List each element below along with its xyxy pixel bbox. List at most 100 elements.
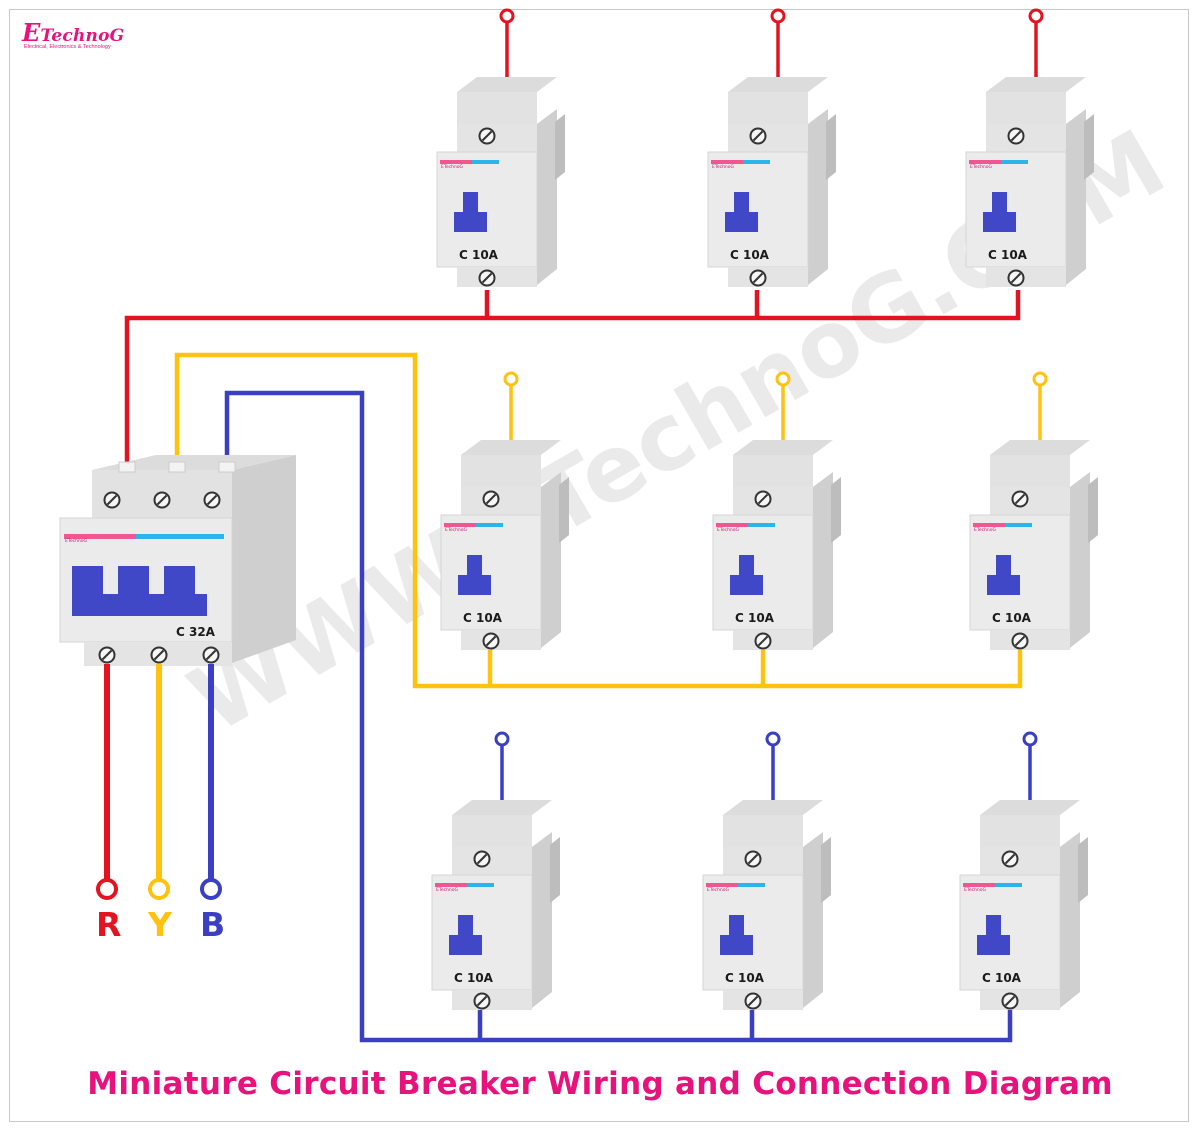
label-strip-cyan xyxy=(743,160,770,164)
breaker-side xyxy=(813,472,833,648)
toggle-handle-lever xyxy=(458,915,473,939)
yellow-bus-wire xyxy=(174,352,1023,689)
screw-slot xyxy=(476,995,488,1007)
din-clip xyxy=(1078,837,1088,903)
breaker-side xyxy=(537,109,557,285)
toggle-handle-base xyxy=(987,575,1020,595)
terminal-ring-icon xyxy=(499,8,515,24)
brand-label: ETechnoG xyxy=(441,164,464,170)
logo-tagline: Electrical, Electronics & Technology xyxy=(24,44,111,50)
top-terminal-block xyxy=(461,455,541,487)
breaker-front xyxy=(965,151,1067,268)
branch-breaker-r-1: ETechnoG C 10A xyxy=(436,8,565,287)
terminal-ring-icon xyxy=(1022,731,1038,747)
upper-step xyxy=(461,487,541,515)
bottom-terminal-block xyxy=(452,990,532,1010)
breaker-top xyxy=(990,440,1090,455)
toggle-handle-base xyxy=(725,212,758,232)
bottom-terminal-block xyxy=(461,630,541,650)
upper-step xyxy=(728,124,808,152)
branch-breaker-r-3: ETechnoG C 10A xyxy=(965,8,1094,287)
breaker-front xyxy=(431,874,533,991)
rating-label: C 10A xyxy=(459,248,499,262)
toggle-handle-base xyxy=(458,575,491,595)
main-top-slot xyxy=(118,461,136,473)
screw-slot xyxy=(1014,493,1026,505)
rating-label: C 10A xyxy=(463,611,503,625)
top-terminal-block xyxy=(728,92,808,124)
label-strip-pink xyxy=(440,160,494,164)
breaker-side xyxy=(1070,472,1090,648)
brand-label: ETechnoG xyxy=(970,164,993,170)
screw-slot xyxy=(1004,853,1016,865)
bottom-terminal-block xyxy=(723,990,803,1010)
top-terminal-block xyxy=(452,815,532,847)
terminal-ring-icon xyxy=(770,8,786,24)
main-top-slot xyxy=(168,461,186,473)
upper-step xyxy=(990,487,1070,515)
din-clip xyxy=(555,114,565,180)
phase-label-y: Y xyxy=(147,905,173,944)
label-strip-cyan xyxy=(738,883,765,887)
label-strip-pink xyxy=(963,883,1017,887)
label-strip-cyan xyxy=(995,883,1022,887)
screw-slot xyxy=(206,494,218,506)
input-terminal-icon xyxy=(200,878,222,900)
screw-slot xyxy=(485,635,497,647)
top-terminal-block xyxy=(980,815,1060,847)
upper-step xyxy=(452,847,532,875)
screw-slot xyxy=(1014,635,1026,647)
main-handle-bar xyxy=(72,594,207,616)
main-top-slot xyxy=(218,461,236,473)
breaker-top xyxy=(461,440,561,455)
screw-slot xyxy=(757,635,769,647)
main-handle-lever xyxy=(164,566,195,598)
brand-label: ETechnoG xyxy=(974,527,997,533)
toggle-handle-lever xyxy=(992,192,1007,216)
toggle-handle-base xyxy=(983,212,1016,232)
rating-label: C 10A xyxy=(725,971,765,985)
brand-label: ETechnoG xyxy=(707,887,730,893)
screw-slot xyxy=(752,130,764,142)
main-handle-lever xyxy=(72,566,103,598)
logo-wordmark: ETechnoG xyxy=(22,18,124,47)
rating-label: C 10A xyxy=(982,971,1022,985)
main-brand-label: ETechnoG xyxy=(65,538,88,544)
rating-label: C 10A xyxy=(735,611,775,625)
upper-step xyxy=(980,847,1060,875)
breaker-top xyxy=(733,440,833,455)
rating-label: C 10A xyxy=(988,248,1028,262)
screw-slot xyxy=(481,272,493,284)
toggle-handle-lever xyxy=(996,555,1011,579)
breaker-front xyxy=(959,874,1061,991)
screw-slot xyxy=(481,130,493,142)
breaker-top xyxy=(452,800,552,815)
toggle-handle-lever xyxy=(729,915,744,939)
logo-initial: E xyxy=(22,18,41,47)
screw-slot xyxy=(747,853,759,865)
brand-label: ETechnoG xyxy=(964,887,987,893)
screw-slot xyxy=(1010,130,1022,142)
label-strip-pink xyxy=(435,883,489,887)
top-terminal-block xyxy=(990,455,1070,487)
main-breaker-side xyxy=(232,455,296,663)
screw-slot xyxy=(205,649,217,661)
screw-slot xyxy=(476,853,488,865)
breaker-front xyxy=(702,874,804,991)
toggle-handle-lever xyxy=(739,555,754,579)
main-label-cyan xyxy=(64,534,224,539)
breaker-side xyxy=(808,109,828,285)
label-strip-pink xyxy=(444,523,498,527)
phase-label-r: R xyxy=(96,905,121,944)
label-strip-cyan xyxy=(472,160,499,164)
screw-slot xyxy=(101,649,113,661)
toggle-handle-lever xyxy=(463,192,478,216)
upper-step xyxy=(733,487,813,515)
breaker-side xyxy=(1066,109,1086,285)
breaker-front xyxy=(707,151,809,268)
etechnog-logo: ETechnoG Electrical, Electronics & Techn… xyxy=(22,18,124,50)
